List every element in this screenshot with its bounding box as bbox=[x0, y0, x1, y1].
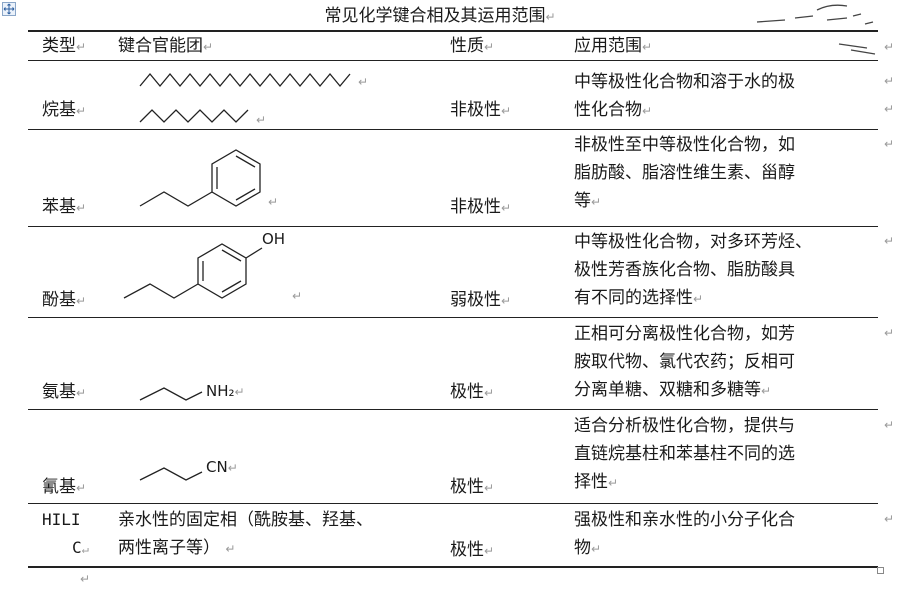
svg-text:↵: ↵ bbox=[292, 289, 302, 303]
header-property: 性质↵ bbox=[450, 36, 495, 56]
table-top-rule bbox=[28, 30, 878, 32]
header-type: 类型↵ bbox=[42, 36, 87, 56]
row-alkyl-property: 非极性↵ bbox=[450, 100, 512, 120]
table-title: 常见化学键合相及其运用范围↵ bbox=[324, 6, 556, 26]
row-phenyl-application: 非极性至中等极性化合物，如 脂肪酸、脂溶性维生素、甾醇 等↵ bbox=[574, 135, 795, 211]
amino-chain-structure bbox=[139, 387, 203, 401]
row-divider bbox=[28, 317, 878, 318]
row-end-mark: ↵ bbox=[884, 234, 895, 248]
row-cyano-property: 极性↵ bbox=[450, 477, 495, 497]
row-hilic-type: HILI C↵ bbox=[42, 510, 89, 557]
move-cross-icon bbox=[3, 3, 15, 15]
row-end-mark: ↵ bbox=[884, 326, 895, 340]
svg-text:↵: ↵ bbox=[256, 113, 266, 127]
row-end-mark: ↵ bbox=[884, 418, 895, 432]
svg-text:↵: ↵ bbox=[268, 195, 278, 209]
row-amino-type: 氨基↵ bbox=[42, 382, 87, 402]
trailing-paragraph-mark: ↵ bbox=[80, 572, 91, 586]
row-hilic-application: 强极性和亲水性的小分子化合 物↵ bbox=[574, 510, 795, 558]
row-cyano-type: 氰基↵ bbox=[42, 477, 87, 497]
scribble-mark bbox=[756, 4, 876, 55]
row-end-mark: ↵ bbox=[884, 40, 895, 54]
row-cyano-application: 适合分析极性化合物，提供与 直链烷基柱和苯基柱不同的选 择性↵ bbox=[574, 416, 795, 492]
row-amino-property: 极性↵ bbox=[450, 382, 495, 402]
row-end-mark: ↵ bbox=[884, 137, 895, 151]
cyano-chain-structure bbox=[139, 467, 203, 481]
row-phenol-property: 弱极性↵ bbox=[450, 290, 512, 310]
svg-text:↵: ↵ bbox=[358, 75, 368, 89]
amino-nh2-label: NH₂↵ bbox=[206, 382, 245, 400]
phenyl-structure: ↵ bbox=[139, 149, 278, 209]
row-end-mark: ↵ bbox=[884, 102, 895, 116]
header-application: 应用范围↵ bbox=[574, 36, 653, 56]
cyano-cn-label: CN↵ bbox=[206, 458, 238, 476]
row-divider bbox=[28, 503, 878, 504]
table-move-handle[interactable] bbox=[2, 2, 16, 16]
phenol-structure: ↵ bbox=[123, 243, 302, 303]
header-bottom-rule bbox=[28, 60, 878, 61]
row-phenyl-type: 苯基↵ bbox=[42, 197, 87, 217]
row-divider bbox=[28, 226, 878, 227]
row-end-mark: ↵ bbox=[884, 512, 895, 526]
row-divider bbox=[28, 409, 878, 410]
alkyl-chain-structure: ↵ ↵ bbox=[139, 72, 368, 127]
row-phenyl-property: 非极性↵ bbox=[450, 197, 512, 217]
row-amino-application: 正相可分离极性化合物，如芳 胺取代物、氯代农药；反相可 分离单糖、双糖和多糖等↵ bbox=[574, 324, 795, 400]
table-bottom-rule bbox=[28, 566, 878, 568]
row-alkyl-type: 烷基↵ bbox=[42, 100, 87, 120]
row-hilic-property: 极性↵ bbox=[450, 540, 495, 560]
row-phenol-application: 中等极性化合物，对多环芳烃、 极性芳香族化合物、脂肪酸具 有不同的选择性↵ bbox=[574, 232, 812, 308]
row-divider bbox=[28, 129, 878, 130]
row-end-mark: ↵ bbox=[884, 74, 895, 88]
table-resize-handle[interactable] bbox=[877, 567, 884, 574]
row-alkyl-application: 中等极性化合物和溶于水的极 性化合物↵ bbox=[574, 72, 795, 120]
row-phenol-type: 酚基↵ bbox=[42, 290, 87, 310]
header-group: 键合官能团↵ bbox=[118, 36, 214, 56]
phenol-oh-label: OH bbox=[262, 230, 286, 248]
row-hilic-group: 亲水性的固定相（酰胺基、羟基、 两性离子等） ↵ bbox=[118, 510, 373, 558]
